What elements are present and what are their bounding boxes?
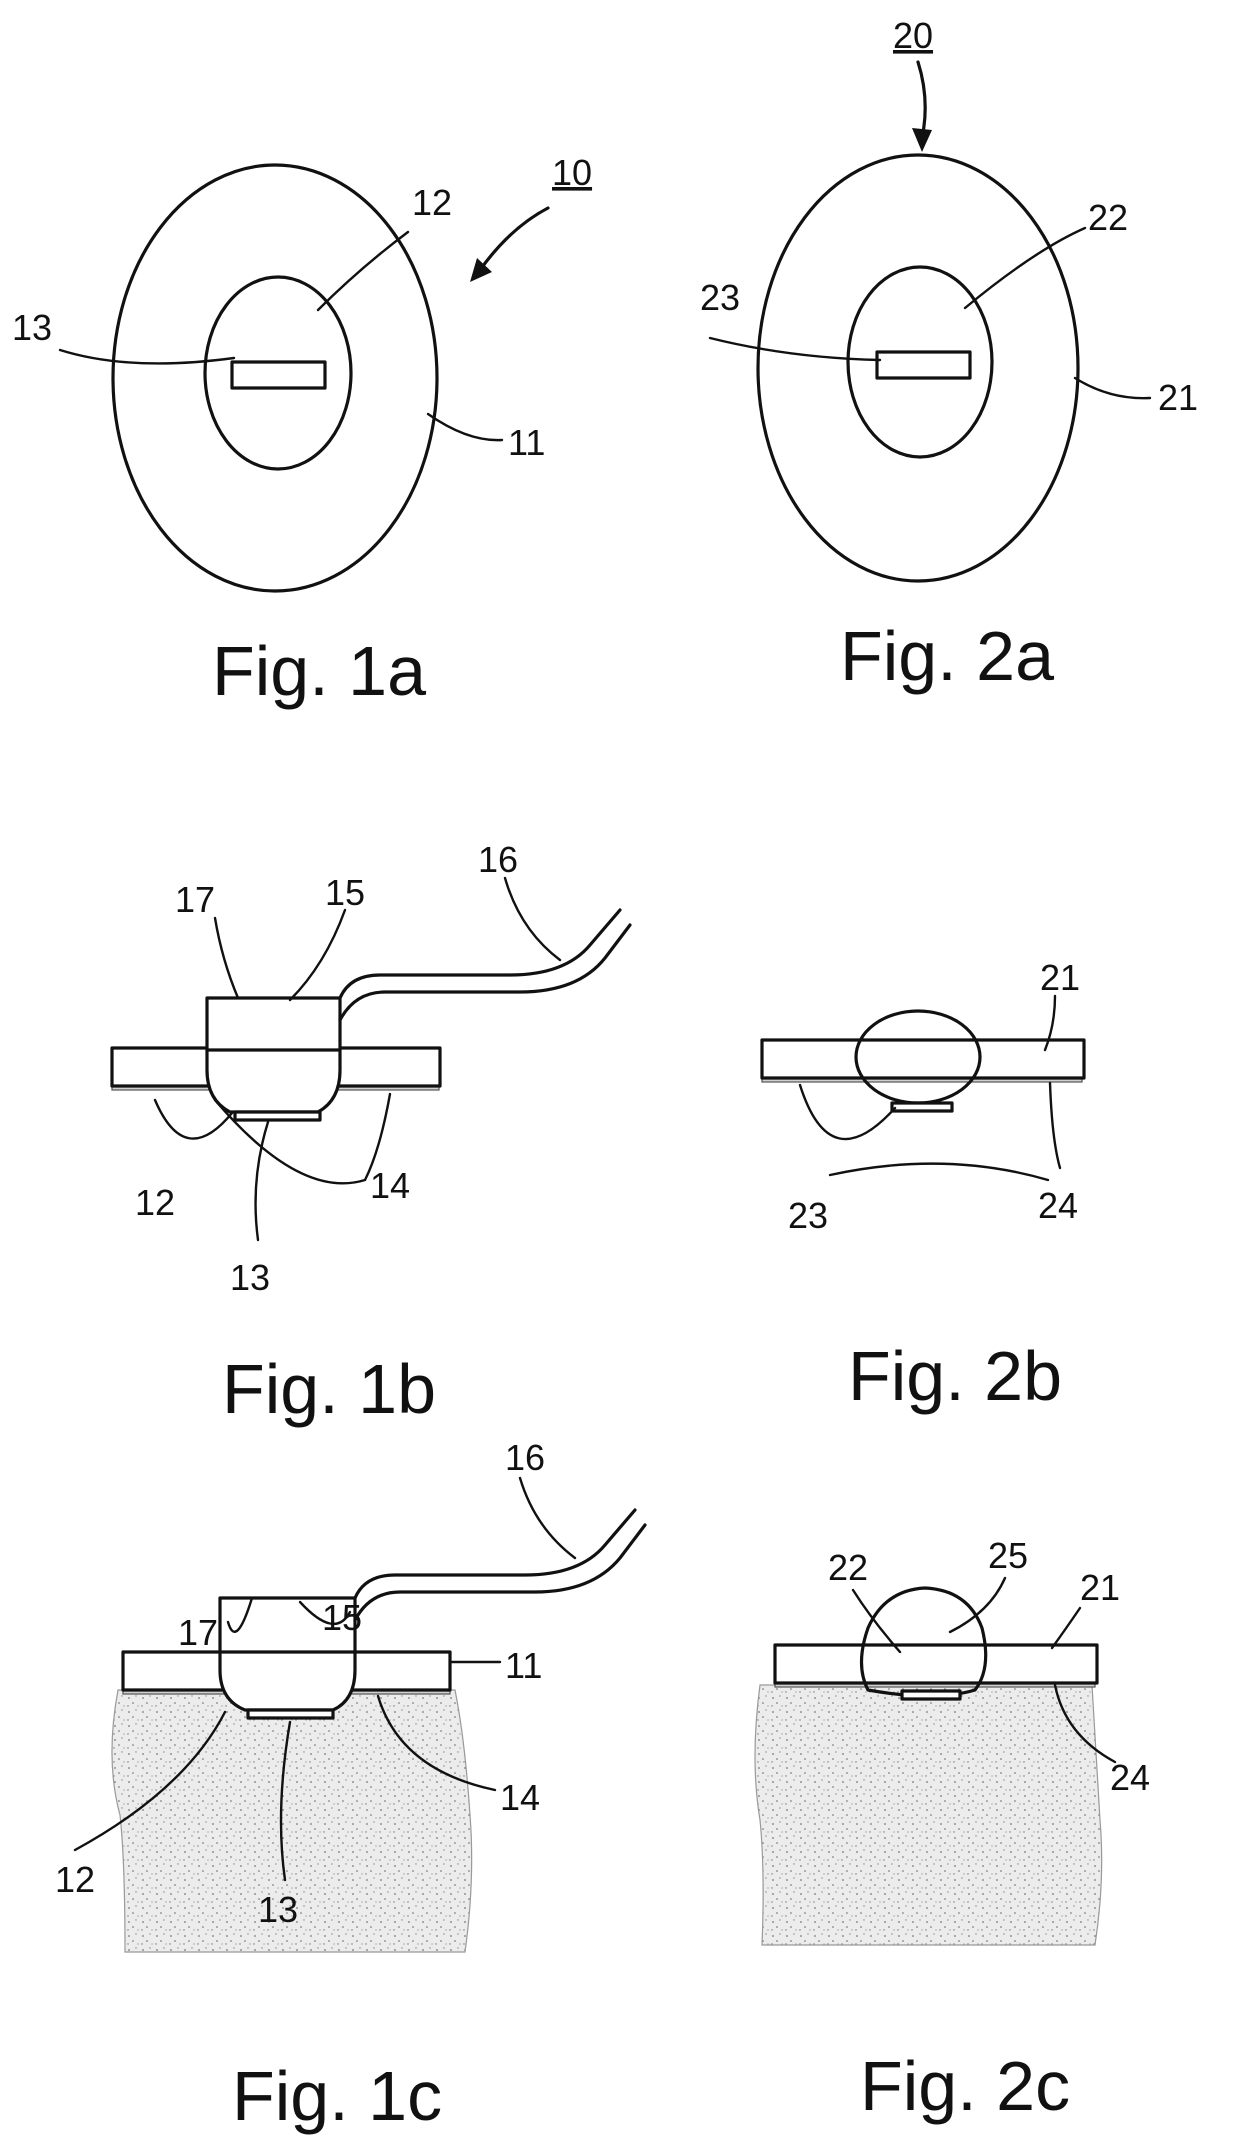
label-17: 17 [178, 1612, 218, 1653]
cable-inner [340, 925, 630, 1020]
outer-pad-bar [762, 1040, 1084, 1078]
label-20: 20 [893, 15, 933, 56]
sensor-rect [232, 362, 325, 388]
label-14: 14 [500, 1777, 540, 1818]
sensor-plate [248, 1710, 333, 1718]
label-23: 23 [788, 1195, 828, 1236]
caption-fig1b: Fig. 1b [222, 1350, 436, 1428]
caption-fig2b: Fig. 2b [848, 1337, 1062, 1415]
label-15: 15 [325, 872, 365, 913]
label-16: 16 [505, 1437, 545, 1478]
connector-body [207, 998, 340, 1112]
caption-fig2c: Fig. 2c [860, 2047, 1070, 2125]
caption-fig2a: Fig. 2a [840, 617, 1054, 695]
fig1b: 16 17 15 12 14 13 Fig. 1b [112, 839, 630, 1428]
leader-13 [256, 1122, 268, 1240]
skin-tissue [755, 1685, 1102, 1945]
label-14: 14 [370, 1165, 410, 1206]
label-12: 12 [55, 1859, 95, 1900]
sensor-plate [892, 1103, 952, 1111]
leader-20-arrow [918, 62, 925, 138]
sensor-plate [235, 1112, 320, 1120]
label-24: 24 [1038, 1185, 1078, 1226]
label-15: 15 [322, 1597, 362, 1638]
label-24: 24 [1110, 1757, 1150, 1798]
label-12: 12 [135, 1182, 175, 1223]
fig1a: 10 12 13 11 Fig. 1a [12, 152, 592, 710]
leader-10-arrow [480, 208, 548, 270]
leader-11 [428, 414, 502, 440]
label-10: 10 [552, 152, 592, 193]
leader-25 [950, 1578, 1005, 1632]
label-11: 11 [508, 422, 545, 463]
label-21: 21 [1080, 1567, 1120, 1608]
outer-pad-ellipse [113, 165, 437, 591]
label-11: 11 [505, 1645, 542, 1686]
label-22: 22 [828, 1547, 868, 1588]
sensor-rect [877, 352, 970, 378]
outer-pad-bar [775, 1645, 1097, 1683]
label-25: 25 [988, 1535, 1028, 1576]
fig2c: 22 25 21 24 Fig. 2c [755, 1535, 1150, 2125]
label-21: 21 [1158, 377, 1198, 418]
leader-24 [1050, 1083, 1060, 1168]
leader-23 [710, 338, 880, 360]
leader-12 [318, 232, 408, 310]
caption-fig1a: Fig. 1a [212, 632, 426, 710]
leader-21 [1052, 1608, 1080, 1648]
label-13: 13 [12, 307, 52, 348]
leader-10-arrowhead [470, 258, 492, 282]
cable [355, 1510, 635, 1598]
fig1c: 16 17 15 11 12 14 13 Fig. 1c [55, 1437, 645, 2135]
leader-16 [520, 1478, 575, 1558]
fig2a: 20 22 23 21 Fig. 2a [700, 15, 1198, 695]
inner-opening-ellipse [205, 277, 351, 469]
fig2b: 21 23 24 Fig. 2b [762, 957, 1084, 1415]
leader-21 [1075, 378, 1150, 398]
leader-20-arrowhead [912, 128, 932, 152]
label-17: 17 [175, 879, 215, 920]
leader-17 [215, 918, 238, 998]
leader-16 [505, 878, 560, 960]
label-13: 13 [258, 1889, 298, 1930]
label-23: 23 [700, 277, 740, 318]
sensor-plate [902, 1691, 960, 1699]
caption-fig1c: Fig. 1c [232, 2057, 442, 2135]
label-21: 21 [1040, 957, 1080, 998]
outer-pad-ellipse [758, 155, 1078, 581]
label-22: 22 [1088, 197, 1128, 238]
leader-23b [830, 1164, 1048, 1180]
leader-15 [290, 910, 345, 1000]
cable-inner [355, 1525, 645, 1620]
label-12: 12 [412, 182, 452, 223]
cable [340, 910, 620, 998]
label-16: 16 [478, 839, 518, 880]
label-13: 13 [230, 1257, 270, 1298]
